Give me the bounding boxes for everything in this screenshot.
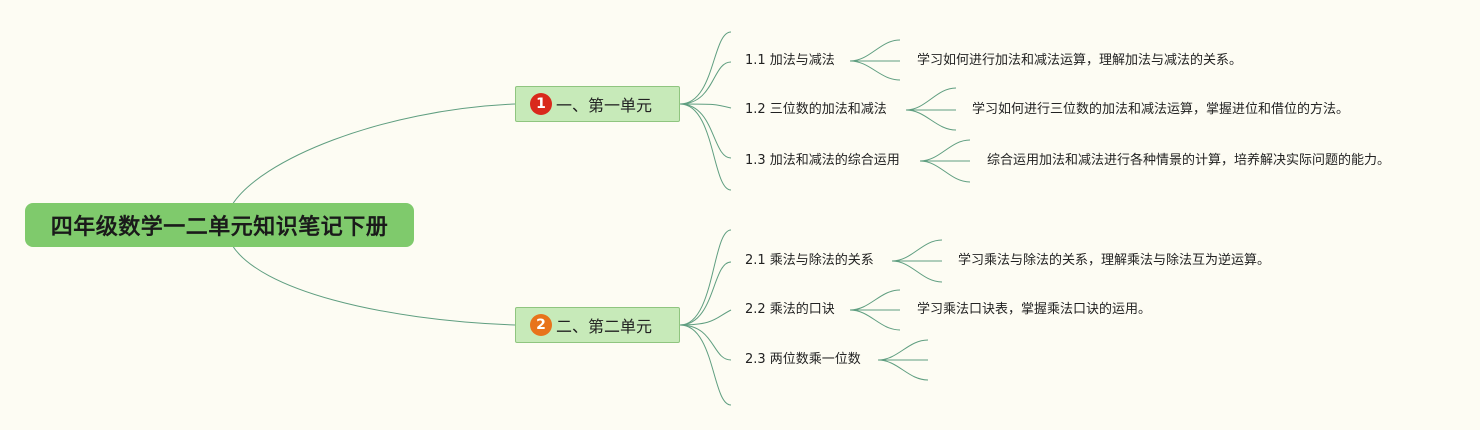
detail-text: 学习如何进行加法和减法运算，理解加法与减法的关系。	[917, 53, 1243, 68]
topic-node-1-2[interactable]: 1.2 三位数的加法和减法	[745, 102, 887, 118]
detail-node-1-1[interactable]: 学习如何进行加法和减法运算，理解加法与减法的关系。	[917, 53, 1242, 69]
detail-text: 学习乘法口诀表，掌握乘法口诀的运用。	[917, 302, 1152, 317]
unit-label: 一、第一单元	[556, 96, 653, 115]
topic-node-2-3[interactable]: 2.3 两位数乘一位数	[745, 352, 861, 368]
root-title: 四年级数学一二单元知识笔记下册	[50, 215, 389, 240]
detail-node-2-2[interactable]: 学习乘法口诀表，掌握乘法口诀的运用。	[917, 302, 1151, 318]
topic-node-1-1[interactable]: 1.1 加法与减法	[745, 53, 835, 69]
detail-node-1-3[interactable]: 综合运用加法和减法进行各种情景的计算，培养解决实际问题的能力。	[987, 153, 1390, 169]
detail-node-2-1[interactable]: 学习乘法与除法的关系，理解乘法与除法互为逆运算。	[958, 253, 1270, 269]
topic-label: 2.3 两位数乘一位数	[745, 352, 861, 367]
detail-text: 学习乘法与除法的关系，理解乘法与除法互为逆运算。	[958, 253, 1271, 268]
unit-node-2[interactable]: 2 二、第二单元	[515, 307, 680, 343]
detail-text: 学习如何进行三位数的加法和减法运算，掌握进位和借位的方法。	[972, 102, 1350, 117]
unit-node-1[interactable]: 1 一、第一单元	[515, 86, 680, 122]
topic-label: 1.3 加法和减法的综合运用	[745, 153, 900, 168]
topic-label: 1.2 三位数的加法和减法	[745, 102, 887, 117]
priority-2-icon: 2	[530, 314, 552, 336]
topic-node-1-3[interactable]: 1.3 加法和减法的综合运用	[745, 153, 900, 169]
topic-node-2-1[interactable]: 2.1 乘法与除法的关系	[745, 253, 874, 269]
unit-label: 二、第二单元	[556, 317, 653, 336]
priority-1-icon: 1	[530, 93, 552, 115]
topic-label: 1.1 加法与减法	[745, 53, 835, 68]
topic-node-2-2[interactable]: 2.2 乘法的口诀	[745, 302, 835, 318]
topic-label: 2.2 乘法的口诀	[745, 302, 835, 317]
detail-node-1-2[interactable]: 学习如何进行三位数的加法和减法运算，掌握进位和借位的方法。	[972, 102, 1349, 118]
root-node[interactable]: 四年级数学一二单元知识笔记下册	[25, 203, 414, 247]
topic-label: 2.1 乘法与除法的关系	[745, 253, 874, 268]
detail-text: 综合运用加法和减法进行各种情景的计算，培养解决实际问题的能力。	[987, 153, 1391, 168]
